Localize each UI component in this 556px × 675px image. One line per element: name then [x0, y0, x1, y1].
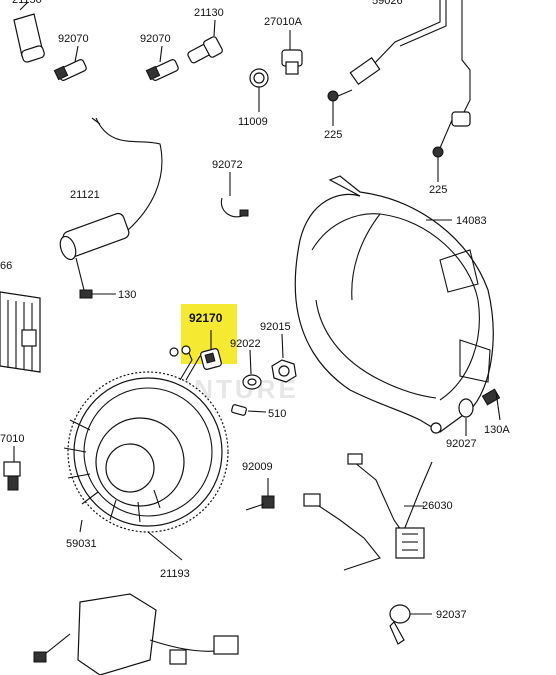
- label-59031: 59031: [66, 538, 97, 550]
- label-66: 66: [0, 260, 13, 272]
- clamp-92037: [389, 604, 432, 645]
- label-130: 130: [118, 289, 137, 301]
- label-225-top: 225: [324, 129, 343, 141]
- label-21193: 21193: [160, 568, 190, 580]
- key-510: [231, 404, 267, 416]
- clamp-92072: [220, 172, 249, 218]
- regulator-left: [0, 291, 41, 373]
- label-14083: 14083: [456, 215, 487, 227]
- spark-plug-cap-left: [13, 1, 45, 63]
- harness-26030: [303, 453, 433, 571]
- stator-59031: [63, 419, 161, 533]
- label-26030: 26030: [422, 500, 453, 512]
- highlight-label: 92170: [189, 311, 223, 325]
- spark-plug-middle: [145, 19, 223, 81]
- washer-92022: [242, 349, 262, 390]
- label-225-right: 225: [429, 184, 448, 196]
- bolt-130A: [481, 388, 501, 421]
- label-510: 510: [268, 408, 287, 420]
- label-92072: 92072: [212, 159, 243, 171]
- bolt-92009: [245, 478, 275, 511]
- label-27010A: 27010A: [264, 16, 302, 28]
- label-21121: 21121: [70, 189, 100, 201]
- label-59026: 59026: [372, 0, 403, 7]
- cover-14083: [294, 175, 494, 434]
- switch-27010A: [249, 30, 303, 112]
- label-92027: 92027: [446, 438, 477, 450]
- bolt-7010: [3, 446, 21, 491]
- cdi-unit: [33, 593, 239, 675]
- label-92037: 92037: [436, 609, 467, 621]
- clamp-92170: [200, 330, 222, 370]
- label-130A: 130A: [484, 424, 510, 436]
- label-21130: 21130: [194, 7, 224, 19]
- label-92009: 92009: [242, 461, 273, 473]
- label-92022: 92022: [230, 338, 261, 350]
- collar-92027: [458, 398, 474, 436]
- label-92015: 92015: [260, 321, 291, 333]
- flywheel-21193: [67, 345, 229, 561]
- wiring-59026: [327, 0, 471, 182]
- label-11009: 11009: [238, 116, 268, 128]
- label-92070-middle: 92070: [140, 33, 171, 45]
- label-7010: 7010: [0, 433, 25, 445]
- label-21150: 21150: [12, 0, 42, 6]
- ignition-coil-21121: [59, 117, 163, 299]
- nut-92015: [271, 333, 297, 383]
- spark-plug-left: [53, 45, 87, 81]
- label-92070-left: 92070: [58, 33, 89, 45]
